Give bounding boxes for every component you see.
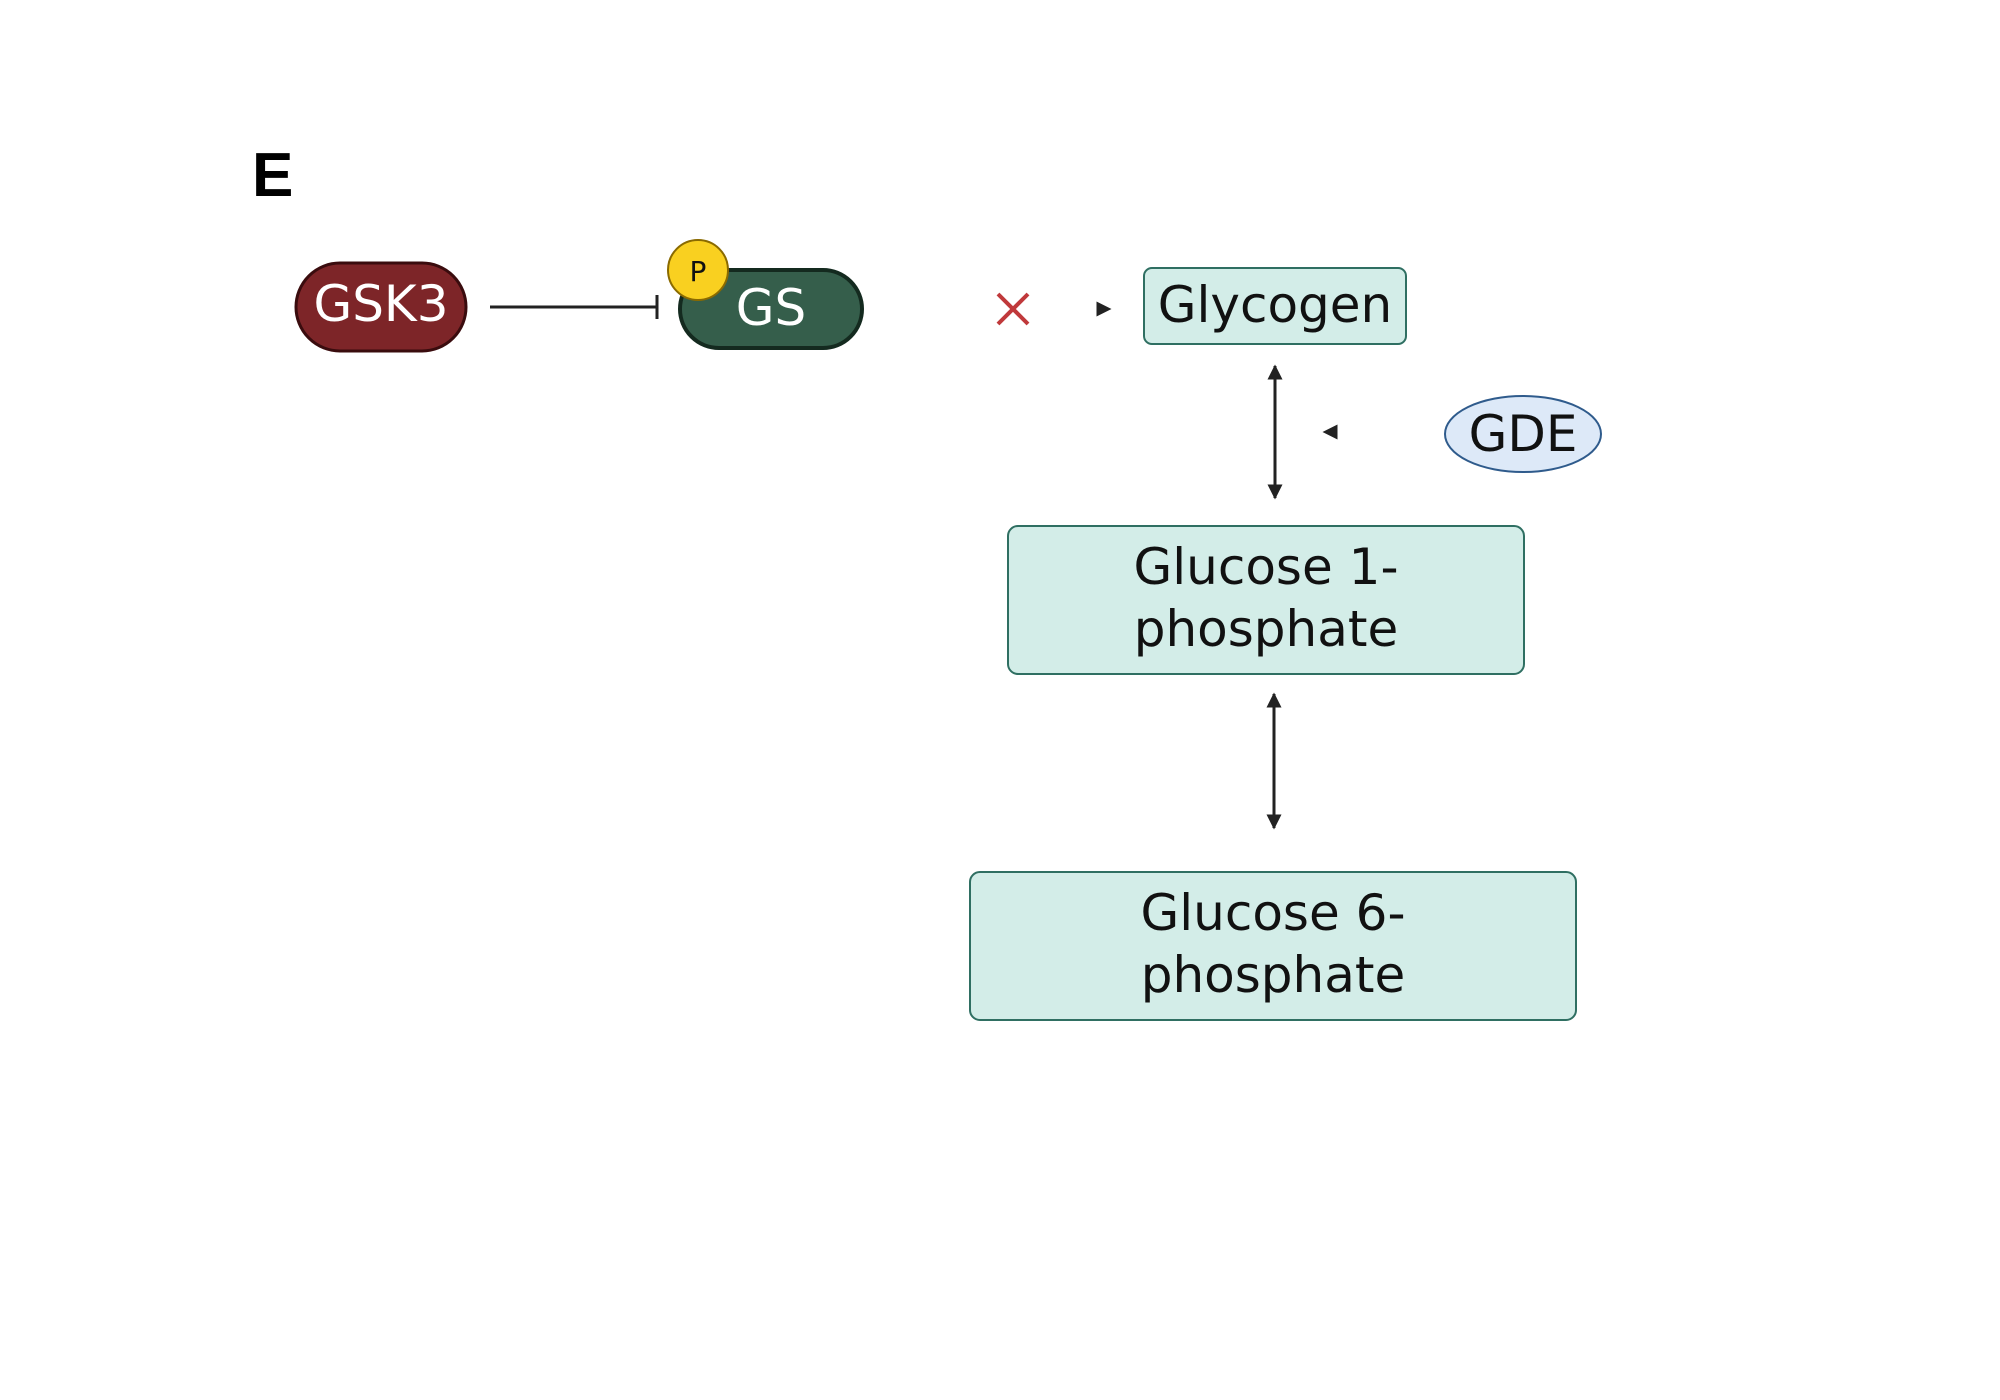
gsk3-label: GSK3 — [313, 275, 448, 333]
gs-label: GS — [736, 279, 806, 337]
blocked-edge-gs-glycogen — [908, 292, 1112, 326]
block-x-icon — [996, 292, 1030, 326]
inhibition-edge-gsk3-gs — [490, 295, 659, 319]
panel-label: E — [252, 141, 293, 210]
gs-node: GS — [678, 268, 864, 350]
gsk3-node: GSK3 — [294, 261, 468, 353]
glucose-1-phosphate-label-line2: phosphate — [1134, 600, 1399, 658]
glycogen-node: Glycogen — [1143, 267, 1407, 345]
glucose-1-phosphate-node: Glucose 1- phosphate — [1007, 525, 1525, 675]
glucose-6-phosphate-label-line1: Glucose 6- — [1141, 884, 1406, 942]
phosphate-label: P — [690, 255, 707, 288]
glucose-6-phosphate-node: Glucose 6- phosphate — [969, 871, 1577, 1021]
phosphate-badge: P — [667, 239, 729, 301]
gde-node: GDE — [1444, 395, 1602, 473]
glycogen-label: Glycogen — [1158, 276, 1393, 334]
glucose-1-phosphate-label-line1: Glucose 1- — [1134, 538, 1399, 596]
gde-label: GDE — [1469, 405, 1578, 463]
glucose-6-phosphate-label-line2: phosphate — [1141, 946, 1406, 1004]
